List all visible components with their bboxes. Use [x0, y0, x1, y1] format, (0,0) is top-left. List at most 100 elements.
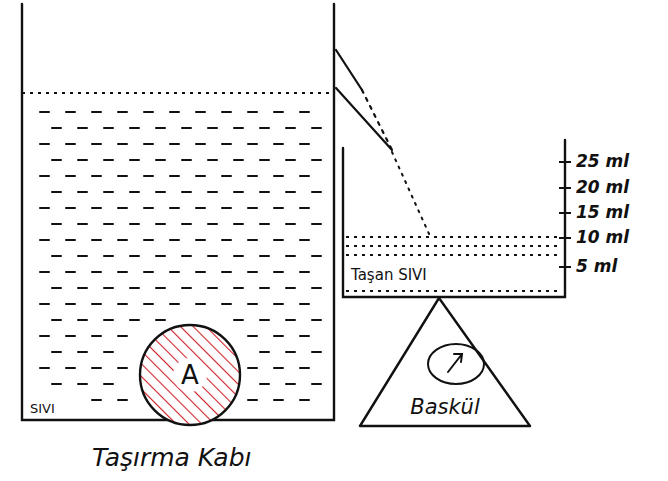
liquid-dash [300, 111, 309, 113]
liquid-dash [92, 239, 101, 241]
ball-label: A [181, 362, 199, 388]
liquid-dash [78, 127, 87, 129]
liquid-surface [22, 92, 334, 94]
liquid-dash [300, 335, 309, 337]
liquid-dash [274, 207, 283, 209]
liquid-dash [66, 367, 75, 369]
liquid-dash [274, 175, 283, 177]
scale-ticks [559, 162, 571, 267]
liquid-dash [312, 191, 321, 193]
liquid-dash [52, 159, 61, 161]
liquid-dash [312, 223, 321, 225]
liquid-dash [40, 367, 49, 369]
liquid-dash [312, 159, 321, 161]
liquid-dash [222, 143, 231, 145]
liquid-dash [286, 287, 295, 289]
liquid-dash [156, 255, 165, 257]
liquid-dash [260, 159, 269, 161]
liquid-dash [92, 303, 101, 305]
beaker [343, 140, 565, 297]
liquid-dash [182, 191, 191, 193]
liquid-dash [156, 159, 165, 161]
liquid-dash [286, 223, 295, 225]
volume-mark: 20 ml [576, 179, 629, 196]
dial-needle [448, 354, 462, 372]
liquid-dash [40, 271, 49, 273]
liquid-dash [170, 239, 179, 241]
liquid-dash [130, 159, 139, 161]
liquid-dash [156, 191, 165, 193]
liquid-dash [260, 223, 269, 225]
liquid-dash [248, 303, 257, 305]
liquid-dash [52, 255, 61, 257]
liquid-dash [170, 303, 179, 305]
liquid-dash [40, 207, 49, 209]
liquid-dash [66, 335, 75, 337]
liquid-dash [260, 191, 269, 193]
volume-mark: 5 ml [576, 258, 617, 275]
liquid-dash [234, 159, 243, 161]
liquid-dash [92, 335, 101, 337]
liquid-dash [222, 111, 231, 113]
liquid-dash [182, 287, 191, 289]
liquid-dash [144, 111, 153, 113]
liquid-dash [274, 303, 283, 305]
liquid-dash [130, 127, 139, 129]
volume-mark: 15 ml [576, 204, 629, 221]
liquid-dash [118, 207, 127, 209]
liquid-dash [104, 223, 113, 225]
liquid-dash [248, 335, 257, 337]
liquid-dash [208, 127, 217, 129]
liquid-dash [234, 287, 243, 289]
liquid-dash [274, 335, 283, 337]
liquid-dash [104, 191, 113, 193]
liquid-dash [196, 207, 205, 209]
liquid-dash [234, 127, 243, 129]
liquid-dash [104, 159, 113, 161]
liquid-dash [144, 271, 153, 273]
spout [336, 50, 392, 150]
liquid-dash [130, 319, 139, 321]
liquid-dash [156, 127, 165, 129]
liquid-dash [248, 271, 257, 273]
liquid-dash [144, 143, 153, 145]
ball-hatching [140, 325, 240, 425]
liquid-dash [222, 175, 231, 177]
liquid-dash [286, 159, 295, 161]
liquid-dash [52, 287, 61, 289]
liquid-dash [286, 127, 295, 129]
liquid-dash [118, 271, 127, 273]
overflow-label: Taşan SIVI [349, 268, 429, 283]
liquid-dash [196, 303, 205, 305]
liquid-dash [52, 351, 61, 353]
liquid-dash [118, 175, 127, 177]
liquid-dash [286, 319, 295, 321]
liquid-dash [130, 255, 139, 257]
scale: Baskül [358, 296, 532, 428]
liquid-dash [300, 303, 309, 305]
liquid-dash [130, 287, 139, 289]
liquid-dash [156, 287, 165, 289]
volume-mark: 25 ml [576, 153, 629, 170]
liquid-dash [300, 239, 309, 241]
falling-stream [392, 152, 430, 236]
liquid-dash [260, 319, 269, 321]
liquid-dash [170, 143, 179, 145]
liquid-dash [40, 175, 49, 177]
liquid-dash [92, 399, 101, 401]
liquid-dash [248, 111, 257, 113]
liquid-dash [52, 191, 61, 193]
liquid-dash [234, 191, 243, 193]
liquid-dash [286, 191, 295, 193]
liquid-dash [300, 143, 309, 145]
liquid-dash [66, 175, 75, 177]
liquid-dash [144, 207, 153, 209]
liquid-dash [118, 367, 127, 369]
liquid-dash [208, 159, 217, 161]
liquid-dash [104, 351, 113, 353]
liquid-dash [92, 367, 101, 369]
liquid-dash [300, 207, 309, 209]
liquid-dash [300, 399, 309, 401]
liquid-dash [274, 271, 283, 273]
